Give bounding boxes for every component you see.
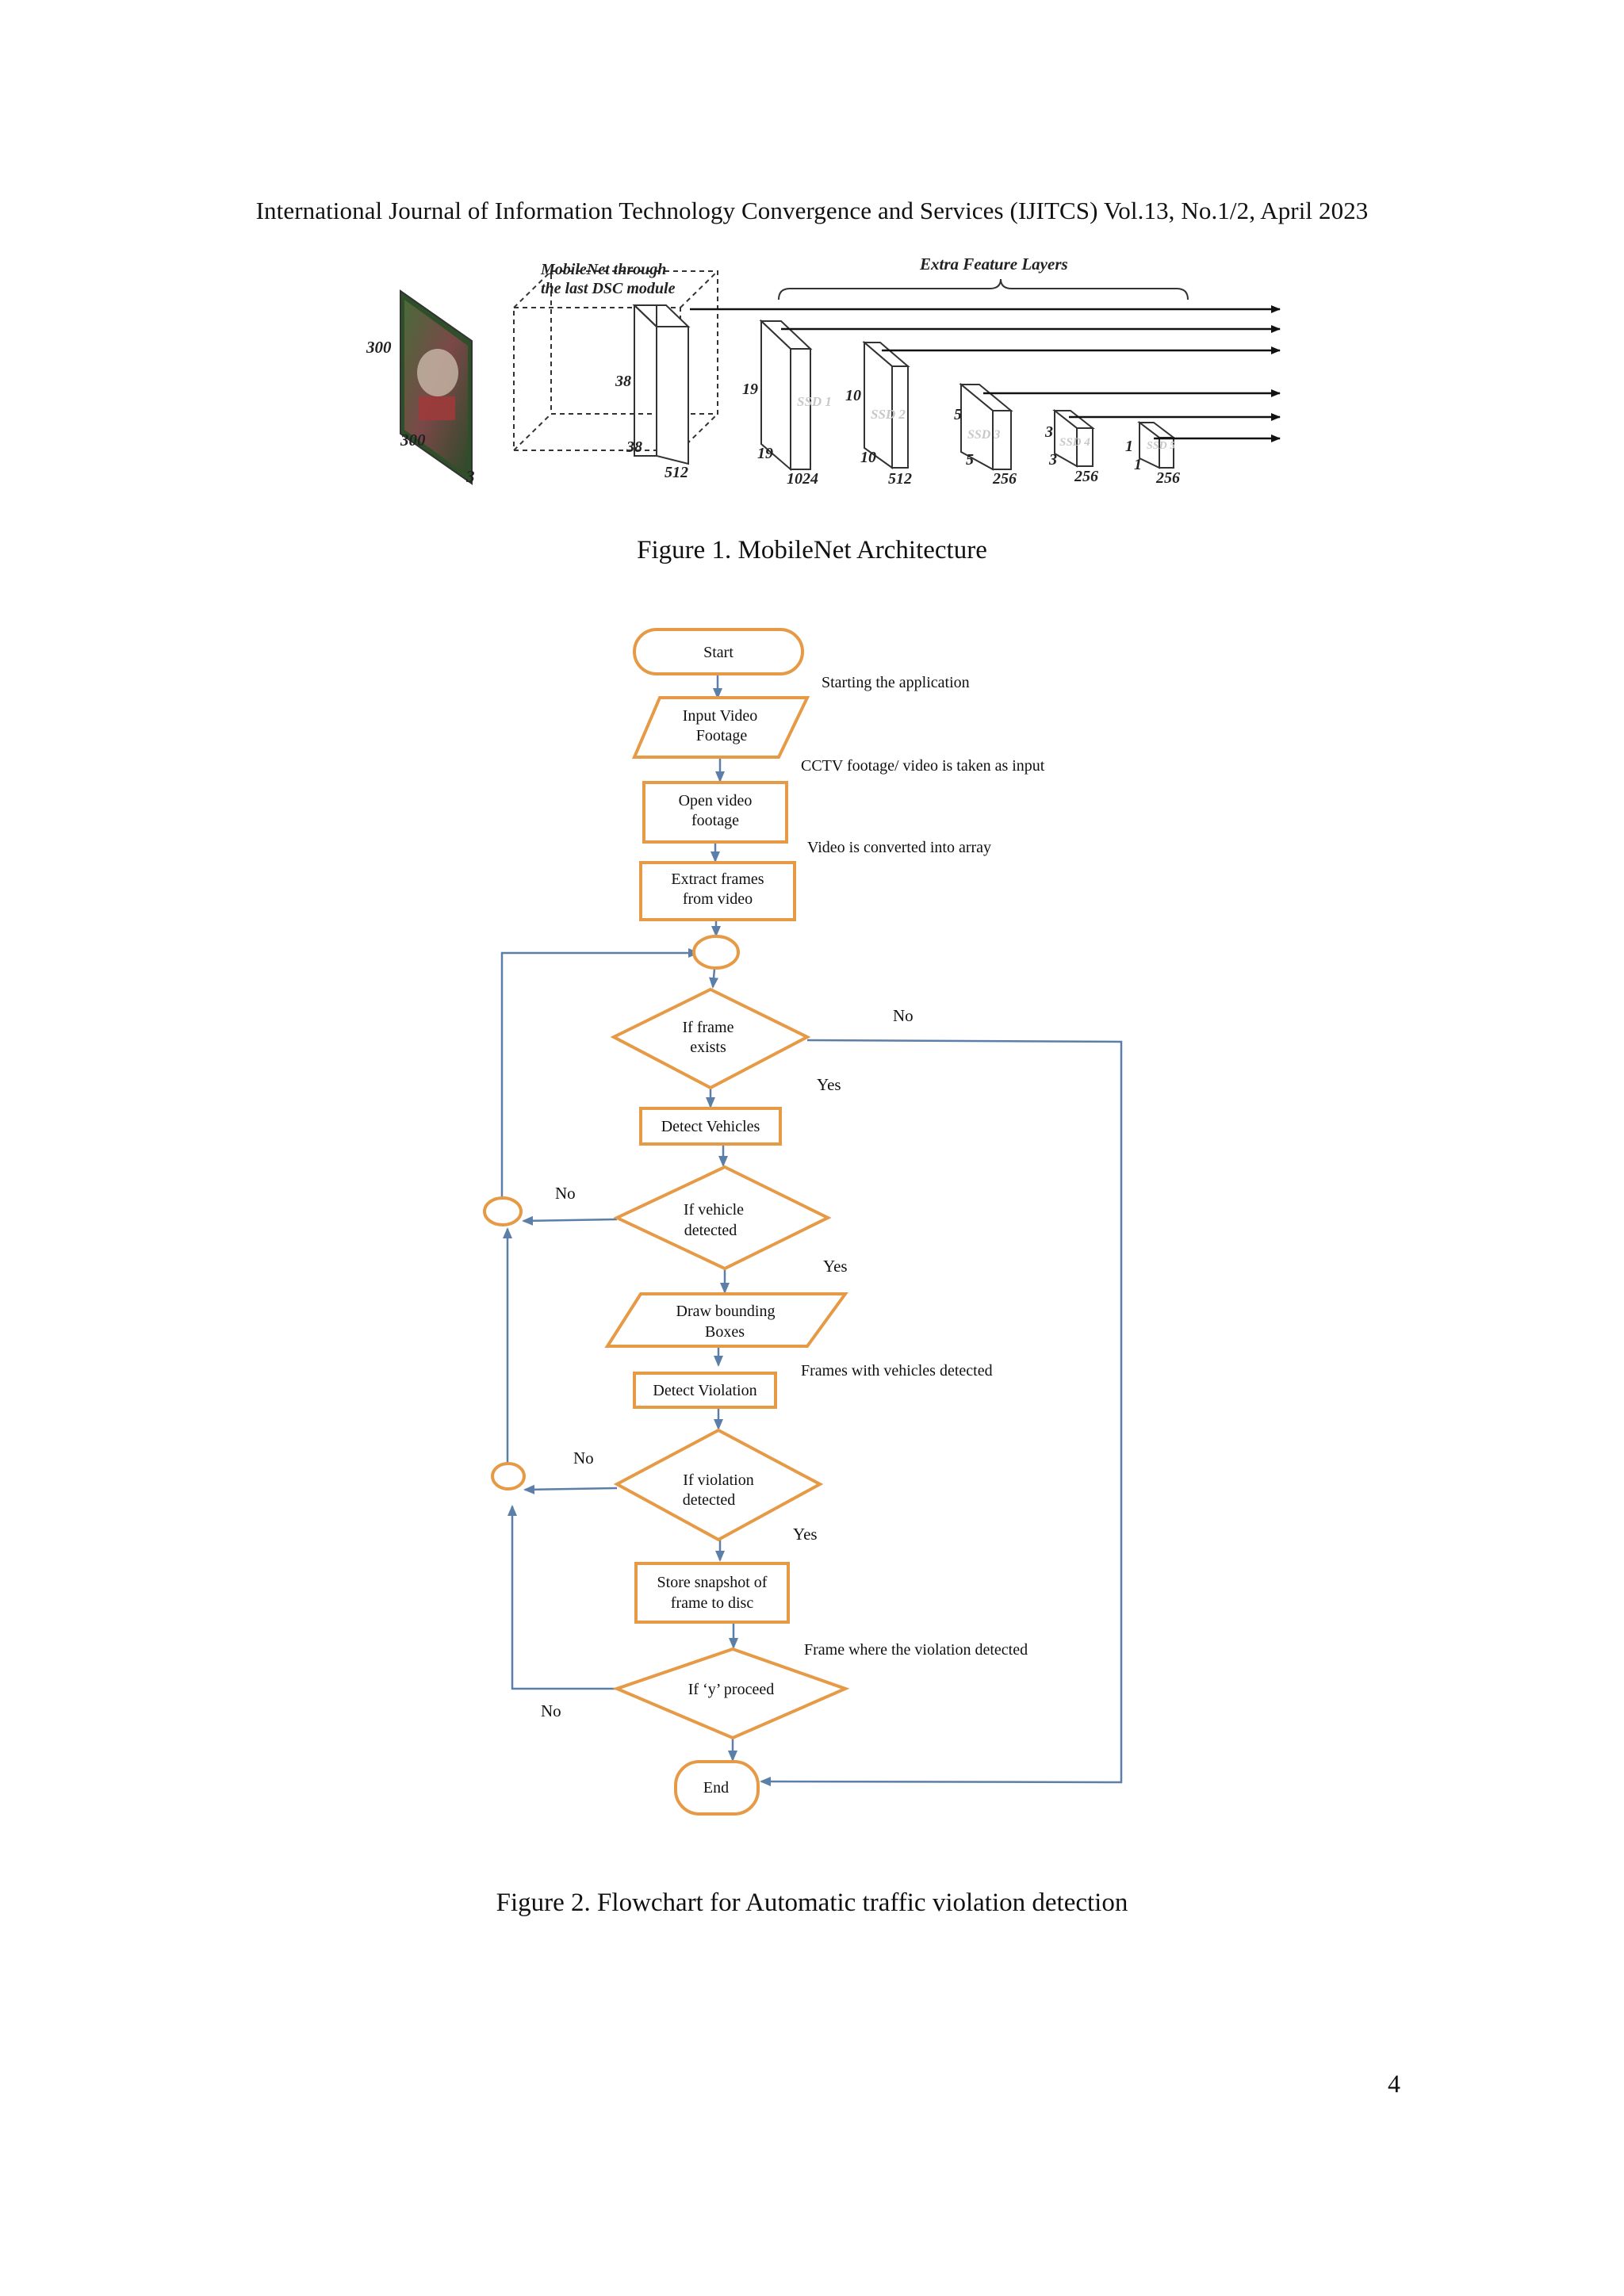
vehicle-text-1: If vehicle	[684, 1201, 744, 1219]
frame-text-2: exists	[690, 1039, 726, 1056]
extract-text-1: Extract frames	[671, 871, 764, 888]
block-ssd4-c: 256	[1074, 468, 1098, 485]
block-ssd4-h: 3	[1044, 423, 1053, 441]
input-image	[400, 289, 473, 485]
flow-connectors	[500, 674, 1123, 1787]
draw-boxes-node	[604, 1292, 848, 1348]
input-dim-channels: 3	[465, 467, 475, 486]
end-node	[674, 1760, 760, 1816]
block-ssd1-w: 19	[757, 445, 773, 462]
block-ssd2-c: 512	[888, 470, 912, 488]
block-ssd4	[1052, 408, 1095, 468]
annotation-starting: Starting the application	[822, 674, 970, 691]
figure2-flowchart: Start Input Video Footage Open video foo…	[483, 628, 1123, 1816]
extra-layers-brace	[778, 278, 1189, 300]
label-no-vehicle: No	[555, 1184, 576, 1203]
extra-layers-label: Extra Feature Layers	[919, 254, 1068, 274]
page-number: 4	[1388, 2069, 1400, 2098]
detect-vehicles-node	[639, 1107, 782, 1146]
block-mobilenet-h: 38	[615, 373, 631, 390]
label-no-frame: No	[893, 1006, 914, 1025]
input-dim-height: 300	[366, 338, 392, 357]
frame-text-1: If frame	[683, 1019, 734, 1036]
start-text: Start	[703, 644, 733, 661]
block-ssd2	[862, 340, 910, 469]
label-no-violation: No	[573, 1448, 594, 1468]
store-text-2: frame to disc	[671, 1594, 754, 1612]
block-mobilenet-c: 512	[665, 464, 688, 481]
vehicle-detected-decision	[613, 1165, 832, 1271]
frame-exists-decision	[610, 987, 811, 1090]
detect-violation-node	[633, 1372, 777, 1409]
violation-text-2: detected	[683, 1491, 736, 1509]
block-ssd2-w: 10	[860, 449, 876, 466]
input-video-node	[631, 696, 810, 759]
label-yes-vehicle: Yes	[823, 1257, 848, 1276]
block-ssd4-tag: SSD 4	[1059, 436, 1090, 449]
block-ssd3-tag: SSD 3	[967, 428, 1000, 442]
extract-frames-node	[639, 861, 796, 921]
block-ssd2-tag: SSD 2	[871, 407, 906, 422]
mobilenet-label-line2: the last DSC module	[541, 280, 676, 297]
block-ssd5-h: 1	[1125, 438, 1133, 455]
violation-text-1: If violation	[683, 1471, 753, 1489]
block-ssd4-w: 3	[1048, 451, 1057, 469]
store-text-1: Store snapshot of	[657, 1574, 768, 1591]
figure2-caption: Figure 2. Flowchart for Automatic traffi…	[496, 1888, 1128, 1917]
open-text-2: footage	[691, 812, 739, 829]
loop-junction	[692, 935, 740, 970]
annotation-array: Video is converted into array	[807, 839, 991, 856]
block-ssd1	[759, 319, 813, 472]
open-text-1: Open video	[679, 792, 753, 809]
block-ssd5	[1137, 420, 1176, 469]
violation-no-junction	[491, 1462, 526, 1490]
block-ssd3-c: 256	[992, 470, 1017, 488]
detect-violation-text: Detect Violation	[653, 1382, 756, 1399]
detect-vehicles-text: Detect Vehicles	[661, 1118, 760, 1135]
annotation-frame-where: Frame where the violation detected	[804, 1641, 1028, 1659]
block-ssd1-tag: SSD 1	[797, 394, 832, 409]
draw-text-2: Boxes	[705, 1323, 745, 1341]
label-yes-violation: Yes	[793, 1525, 818, 1544]
block-ssd1-c: 1024	[787, 470, 818, 488]
extract-text-2: from video	[683, 890, 753, 908]
block-mobilenet-w: 38	[626, 438, 642, 456]
annotation-cctv: CCTV footage/ video is taken as input	[801, 757, 1045, 775]
block-ssd5-c: 256	[1155, 469, 1180, 487]
output-arrows	[690, 305, 1281, 442]
vehicle-text-2: detected	[684, 1222, 737, 1239]
figure1-caption: Figure 1. MobileNet Architecture	[637, 536, 987, 564]
input-dim-width: 300	[400, 430, 426, 450]
block-ssd3-h: 5	[954, 406, 962, 423]
block-ssd2-h: 10	[845, 387, 861, 404]
block-ssd3-w: 5	[966, 451, 974, 469]
block-ssd3	[959, 382, 1013, 471]
annotation-frames-with: Frames with vehicles detected	[801, 1362, 993, 1380]
label-no-proceed: No	[541, 1701, 561, 1720]
violation-detected-decision	[613, 1428, 824, 1542]
figure1-diagram: 300 300 3 MobileNet through the last DSC…	[366, 254, 1281, 488]
input-text-1: Input Video	[683, 707, 758, 725]
proceed-text: If ‘y’ proceed	[688, 1681, 774, 1698]
proceed-decision	[612, 1647, 850, 1740]
running-header: International Journal of Information Tec…	[255, 197, 1369, 224]
block-ssd5-w: 1	[1134, 456, 1142, 473]
input-text-2: Footage	[696, 727, 748, 744]
block-ssd5-tag: SSD 5	[1147, 440, 1175, 452]
vehicle-no-junction	[483, 1196, 523, 1226]
end-text: End	[703, 1779, 729, 1797]
block-ssd1-h: 19	[742, 381, 758, 398]
block-mobilenet	[632, 304, 691, 465]
label-yes-frame: Yes	[817, 1075, 841, 1094]
mobilenet-label-line1: MobileNet through	[540, 261, 666, 278]
store-snapshot-node	[634, 1562, 790, 1624]
start-node	[633, 628, 804, 675]
draw-text-1: Draw bounding	[676, 1303, 776, 1320]
open-video-node	[642, 781, 788, 844]
